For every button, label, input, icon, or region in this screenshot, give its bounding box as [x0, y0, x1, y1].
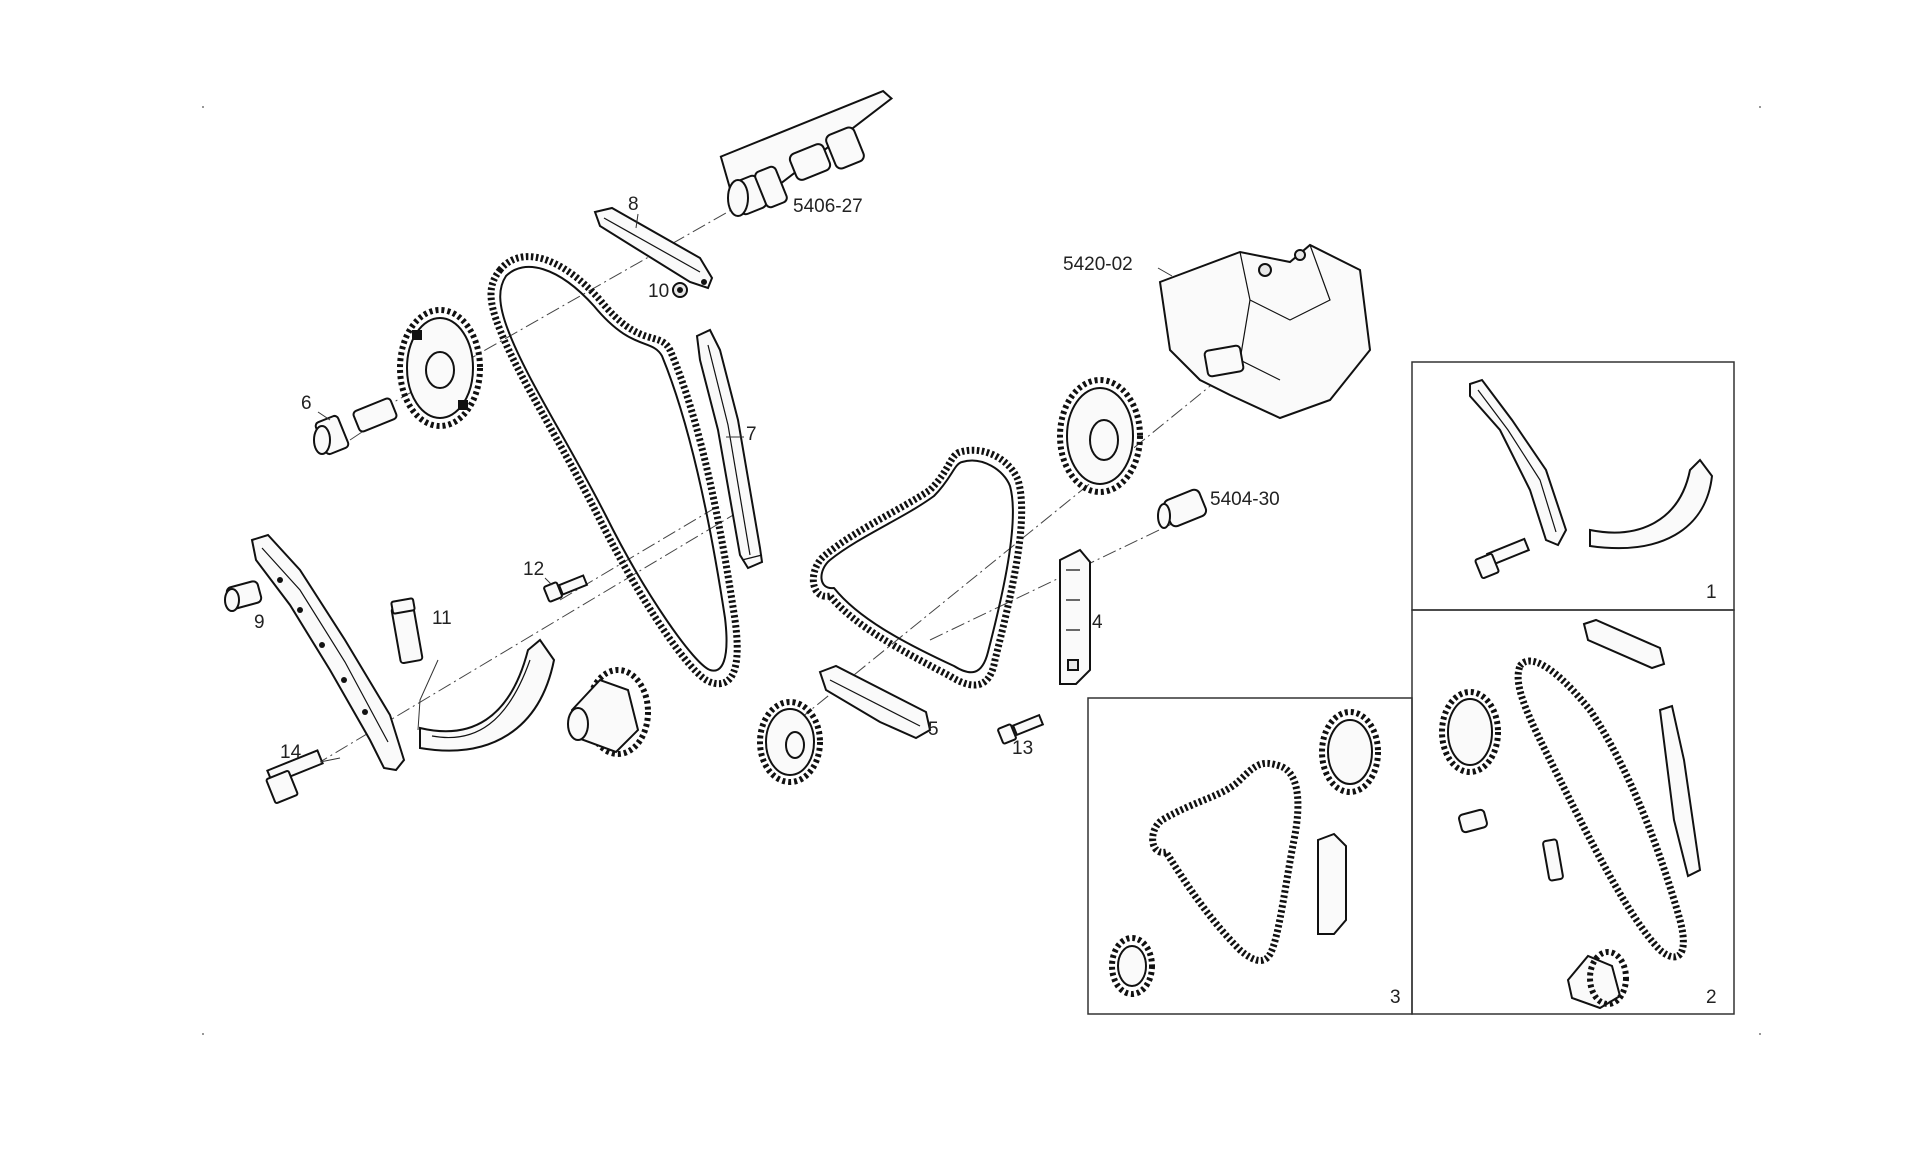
label-9: 9	[254, 612, 265, 633]
inset-label-2: 2	[1706, 987, 1717, 1008]
bolt-13-icon[interactable]	[997, 713, 1045, 745]
label-7: 7	[746, 424, 757, 445]
left-tensioner-rail-icon[interactable]	[250, 533, 406, 772]
curved-shoe-icon[interactable]	[419, 638, 556, 752]
cam-bolt-icon[interactable]	[313, 397, 398, 456]
label-camshaft: 5406-27	[793, 196, 863, 217]
side-guide-rail-icon[interactable]	[695, 328, 764, 570]
nut-icon[interactable]	[672, 282, 688, 298]
crank-sprocket-icon[interactable]	[567, 667, 651, 757]
tensioner-11-icon[interactable]	[390, 597, 424, 665]
label-pump-hub: 5404-30	[1210, 489, 1280, 510]
upper-guide-rail-icon[interactable]	[593, 206, 714, 290]
cam-chain-icon[interactable]	[487, 253, 741, 688]
label-12: 12	[523, 559, 544, 580]
inset-label-1: 1	[1706, 582, 1717, 603]
bolt-12-icon[interactable]	[543, 574, 589, 603]
label-injection-pump: 5420-02	[1063, 254, 1133, 275]
bolt-14-icon[interactable]	[265, 749, 324, 804]
label-14: 14	[280, 742, 302, 763]
inset-label-3: 3	[1390, 987, 1401, 1008]
inset-box-2: 2	[1411, 609, 1735, 1015]
camshaft-icon[interactable]	[716, 89, 909, 217]
label-5: 5	[928, 719, 939, 740]
tensioner-plunger-icon[interactable]	[224, 580, 263, 612]
label-11: 11	[432, 608, 452, 629]
pump-chain-icon[interactable]	[809, 446, 1026, 689]
cam-sprocket-icon[interactable]	[397, 307, 483, 429]
tensioner-4-icon[interactable]	[1059, 548, 1091, 685]
label-10: 10	[648, 281, 669, 302]
label-6: 6	[301, 393, 312, 414]
lower-guide-rail-icon[interactable]	[818, 664, 932, 740]
assembly-axes	[314, 204, 1221, 766]
injection-pump-icon[interactable]	[1158, 243, 1372, 420]
pump-sprocket-icon[interactable]	[1057, 377, 1143, 495]
inset-box-3: 3	[1087, 697, 1413, 1015]
pump-hub-icon[interactable]	[1157, 488, 1208, 529]
label-4: 4	[1092, 612, 1103, 633]
corner-marks	[202, 106, 1761, 1035]
label-13: 13	[1012, 738, 1033, 759]
lower-sprocket-icon[interactable]	[757, 699, 823, 785]
inset-box-1: 1	[1411, 361, 1735, 611]
label-8: 8	[628, 194, 639, 215]
